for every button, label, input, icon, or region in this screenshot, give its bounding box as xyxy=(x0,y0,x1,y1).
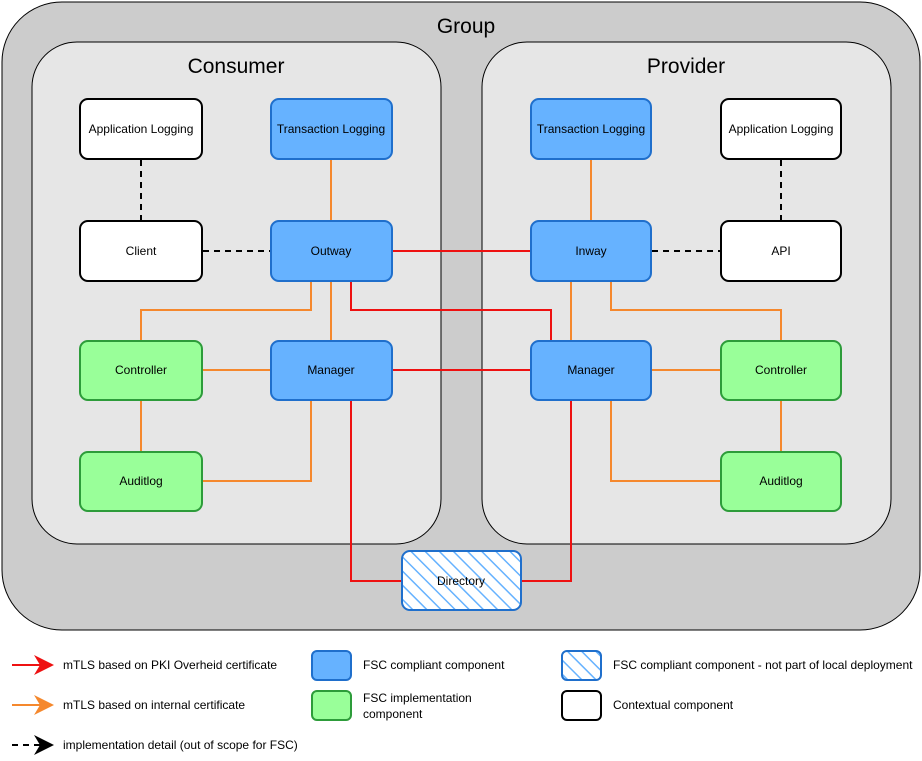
group-label: Group xyxy=(437,15,495,38)
svg-text:Transaction Logging: Transaction Logging xyxy=(277,122,385,136)
legend-green-box-icon xyxy=(311,690,352,721)
consumer-application-logging-box: Application Logging xyxy=(79,98,203,160)
consumer-transaction-logging-box: Transaction Logging xyxy=(270,98,393,160)
svg-text:API: API xyxy=(771,244,790,258)
legend-blue-box-label: FSC compliant component xyxy=(363,658,505,672)
provider-manager-auditlog-link xyxy=(610,400,720,482)
svg-text:Client: Client xyxy=(126,244,157,258)
directory-box: Directory xyxy=(401,550,522,611)
legend-hatched-box-label: FSC compliant component - not part of lo… xyxy=(613,658,913,672)
dashed-connections xyxy=(140,160,782,252)
legend-hatched-box-icon xyxy=(561,650,602,681)
provider-manager-box: Manager xyxy=(530,340,652,401)
svg-text:Manager: Manager xyxy=(567,363,614,377)
svg-text:Manager: Manager xyxy=(307,363,354,377)
svg-text:Application Logging: Application Logging xyxy=(89,122,194,136)
legend-green-box-label-line2: component xyxy=(363,707,423,721)
svg-text:Controller: Controller xyxy=(755,363,807,377)
consumer-manager-box: Manager xyxy=(270,340,393,401)
legend-orange-line-label: mTLS based on internal certificate xyxy=(63,698,245,712)
legend-white-box-label: Contextual component xyxy=(613,698,734,712)
consumer-controller-box: Controller xyxy=(79,340,203,401)
svg-text:Outway: Outway xyxy=(311,244,352,258)
consumer-auditlog-box: Auditlog xyxy=(79,451,203,512)
svg-text:Auditlog: Auditlog xyxy=(759,474,802,488)
api-box: API xyxy=(720,220,842,282)
svg-text:Transaction Logging: Transaction Logging xyxy=(537,122,645,136)
legend: mTLS based on PKI Overheid certificate m… xyxy=(12,650,913,755)
provider-label: Provider xyxy=(647,55,725,78)
inway-controller-link xyxy=(610,281,782,340)
consumer-manager-directory-link xyxy=(350,400,401,582)
legend-red-line-label: mTLS based on PKI Overheid certificate xyxy=(63,658,277,672)
svg-text:Inway: Inway xyxy=(575,244,606,258)
provider-auditlog-box: Auditlog xyxy=(720,451,842,512)
svg-text:Directory: Directory xyxy=(437,574,485,588)
red-connections xyxy=(350,250,572,582)
legend-green-box-label-line1: FSC implementation xyxy=(363,691,472,705)
legend-black-dashed-label: implementation detail (out of scope for … xyxy=(63,738,298,752)
legend-white-box-icon xyxy=(561,690,602,721)
legend-blue-box-icon xyxy=(311,650,352,681)
outway-controller-link xyxy=(140,281,312,340)
consumer-label: Consumer xyxy=(188,55,285,78)
provider-controller-box: Controller xyxy=(720,340,842,401)
provider-transaction-logging-box: Transaction Logging xyxy=(530,98,652,160)
provider-manager-directory-link xyxy=(521,400,572,582)
svg-text:Auditlog: Auditlog xyxy=(119,474,162,488)
client-box: Client xyxy=(79,220,203,282)
orange-connections xyxy=(140,160,782,482)
outway-provider-manager-link xyxy=(350,281,552,340)
consumer-manager-auditlog-link xyxy=(203,400,312,482)
provider-zone xyxy=(481,41,892,545)
outway-box: Outway xyxy=(270,220,393,282)
svg-text:Application Logging: Application Logging xyxy=(729,122,834,136)
provider-application-logging-box: Application Logging xyxy=(720,98,842,160)
inway-box: Inway xyxy=(530,220,652,282)
svg-text:Controller: Controller xyxy=(115,363,167,377)
consumer-zone xyxy=(31,41,442,545)
